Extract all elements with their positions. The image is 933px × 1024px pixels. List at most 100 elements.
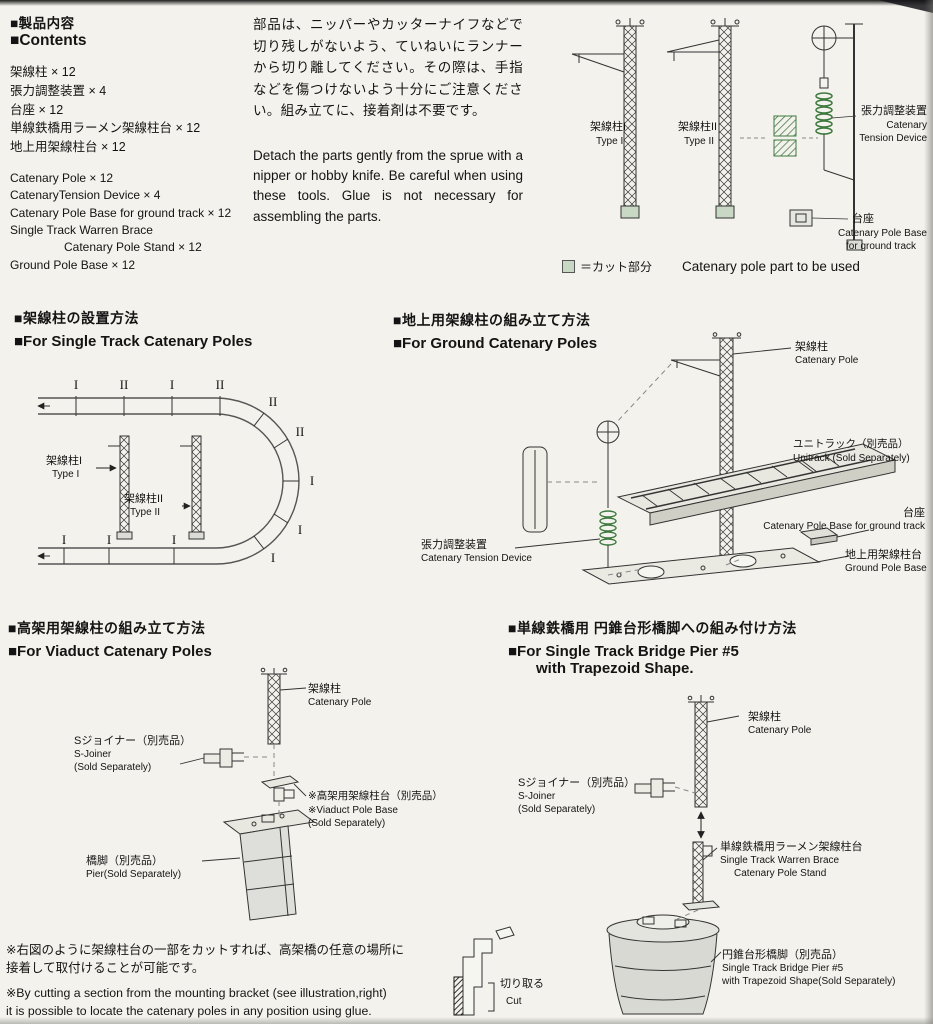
callout-label-jp: 切り取る xyxy=(500,978,544,990)
parts-section: 架線柱I Type I 架線柱II Type II 張力調整装置 Catenar… xyxy=(528,8,930,300)
viaduct-pole-art xyxy=(260,667,288,745)
callout-cut-en: Cut xyxy=(506,995,522,1008)
exploded-guide-lines xyxy=(547,363,742,576)
parts-diagram: 架線柱I Type I 架線柱II Type II 張力調整装置 Catenar… xyxy=(571,18,927,252)
callout-catenary-pole: 架線柱 Catenary Pole xyxy=(748,710,811,737)
tension-label-en1: Catenary xyxy=(886,120,927,131)
base-label-jp: 台座 xyxy=(852,211,874,225)
bridge-title-en1: ■For Single Track Bridge Pier #5 xyxy=(508,643,739,660)
leader-lines xyxy=(179,687,307,862)
tension-label-jp: 張力調整装置 xyxy=(861,103,927,117)
callout-ground-pole-base: 地上用架線柱台 Ground Pole Base xyxy=(845,548,927,575)
callout-label-en: Single Track Warren Brace xyxy=(720,855,840,867)
callout-label-jp: Sジョイナー（別売品） xyxy=(518,777,636,789)
pier-art xyxy=(222,809,316,921)
footnote-jp-line2: 接着して取付けることが可能です。 xyxy=(6,960,205,975)
track-marker: I xyxy=(271,550,275,565)
ground-section: ■地上用架線柱の組み立て方法 ■For Ground Catenary Pole… xyxy=(393,310,933,610)
contents-section: ■製品内容 ■Contents 架線柱 × 12 張力調整装置 × 4 台座 ×… xyxy=(10,12,250,274)
track-marker: I xyxy=(172,532,176,547)
scan-edge-top xyxy=(0,0,933,6)
tension-label-en2: Tension Device xyxy=(859,133,927,144)
callout-label-jp: 台座 xyxy=(903,507,925,519)
track-rails xyxy=(38,397,300,565)
cut-part-legend: ＝カット部分 Catenary pole part to be used xyxy=(562,258,860,275)
callout-catenary-pole: 架線柱 Catenary Pole xyxy=(308,682,371,709)
pole2-label-en: Type II xyxy=(684,136,714,147)
bridge-pole-art xyxy=(687,695,715,808)
callout-pole-base: 台座 Catenary Pole Base for ground track xyxy=(763,506,925,533)
contents-item-jp: 台座 × 12 xyxy=(10,102,64,117)
pole1-label-en: Type I xyxy=(596,136,623,147)
scan-edge-bottom xyxy=(0,1017,933,1024)
legend-label-en: Catenary pole part to be used xyxy=(682,259,860,274)
track-pole2-label-jp: 架線柱II xyxy=(124,491,163,505)
callout-label-jp: Sジョイナー（別売品） xyxy=(74,735,192,747)
leader-lines xyxy=(811,115,857,220)
cut-illustration xyxy=(453,926,515,1016)
base-label-en1: Catenary Pole Base xyxy=(838,228,927,239)
warren-brace-stand-art xyxy=(681,841,721,911)
track-pole2-label-en: Type II xyxy=(130,507,160,518)
callout-label-en: Catenary Pole Base for ground track xyxy=(763,521,925,533)
callout-warren-brace-stand: 単線鉄橋用ラーメン架線柱台 Single Track Warren Brace … xyxy=(720,840,863,880)
callout-viaduct-pole-base: ※高架用架線柱台（別売品） ※Viaduct Pole Base (Sold S… xyxy=(308,790,443,830)
track-marker: I xyxy=(62,532,66,547)
pole-type2-art xyxy=(666,18,740,219)
callout-label-en: Catenary Tension Device xyxy=(421,553,532,565)
contents-item-en: Catenary Pole Stand × 12 xyxy=(64,240,202,255)
track-layout-diagram: I II I II II II I I I I I I 架線柱I Type I … xyxy=(37,377,314,565)
legend-label-jp: ＝カット部分 xyxy=(580,260,653,274)
track-marker: I xyxy=(74,377,78,392)
cut-illustration-section: 切り取る Cut xyxy=(452,925,570,1023)
mini-pole-type2 xyxy=(180,435,205,540)
footnote-en-line2: it is possible to locate the catenary po… xyxy=(6,1004,372,1019)
callout-label-en: Unitrack (Sold Separately) xyxy=(793,452,910,464)
callout-label-jp: 架線柱 xyxy=(748,711,781,723)
viaduct-base-art xyxy=(260,775,300,802)
leader-lines xyxy=(514,347,870,563)
s-joiner-art xyxy=(634,778,675,798)
contents-item-jp: 地上用架線柱台 × 12 xyxy=(10,140,126,154)
callout-label-jp: 単線鉄橋用ラーメン架線柱台 xyxy=(720,841,863,853)
single-track-title-en: ■For Single Track Catenary Poles xyxy=(14,333,253,350)
viaduct-title-en: ■For Viaduct Catenary Poles xyxy=(8,643,212,660)
callout-s-joiner: Sジョイナー（別売品） S-Joiner (Sold Separately) xyxy=(518,776,635,816)
bridge-title-jp: ■単線鉄橋用 円錐台形橋脚への組み付け方法 xyxy=(508,620,797,636)
base-label-en2: for ground track xyxy=(846,241,917,252)
pole2-label-jp: 架線柱II xyxy=(678,119,717,133)
callout-label-jp: 橋脚（別売品） xyxy=(86,855,163,867)
s-joiner-art xyxy=(203,748,244,768)
ground-title-en: ■For Ground Catenary Poles xyxy=(393,335,598,352)
callout-cut-jp: 切り取る xyxy=(500,977,544,991)
bridge-title-en2: with Trapezoid Shape. xyxy=(536,660,694,677)
callout-tension-device: 張力調整装置 Catenary Tension Device xyxy=(421,538,532,565)
callout-label-en: ※Viaduct Pole Base xyxy=(308,804,398,816)
ground-titles: ■地上用架線柱の組み立て方法 ■For Ground Catenary Pole… xyxy=(393,310,933,352)
footnote-section: ※右図のように架線柱台の一部をカットすれば、高架橋の任意の場所に 接着して取付け… xyxy=(6,942,454,1020)
ground-tension-art xyxy=(522,420,620,575)
footnote-spacer xyxy=(6,977,454,984)
single-track-section: ■架線柱の設置方法 ■For Single Track Catenary Pol… xyxy=(14,308,384,608)
ground-title-jp: ■地上用架線柱の組み立て方法 xyxy=(393,312,591,328)
callout-label-en: Catenary Pole Stand xyxy=(734,868,827,880)
cut-bracket-art xyxy=(453,926,515,1016)
track-pole1-label-jp: 架線柱I xyxy=(46,453,82,467)
contents-item-en: Single Track Warren Brace xyxy=(10,222,153,237)
track-pole1-label-en: Type I xyxy=(52,469,79,480)
ground-pole-art xyxy=(670,332,742,566)
callout-label-en: Catenary Pole xyxy=(748,725,812,737)
callout-label-en: Catenary Pole xyxy=(795,355,859,367)
track-marker: II xyxy=(216,377,225,392)
round-pier-art xyxy=(606,914,720,1015)
bridge-titles: ■単線鉄橋用 円錐台形橋脚への組み付け方法 ■For Single Track … xyxy=(508,618,933,677)
callout-label-en: (Sold Separately) xyxy=(308,817,386,829)
contents-title-en: ■Contents xyxy=(10,32,87,49)
callout-label-en: S-Joiner xyxy=(74,749,112,761)
cut-part-swatch xyxy=(562,260,575,273)
callout-label-en: (Sold Separately) xyxy=(518,804,596,816)
callout-label-jp: 円錐台形橋脚（別売品） xyxy=(722,949,843,961)
callout-label-jp: 架線柱 xyxy=(308,683,341,695)
contents-item-jp: 張力調整装置 × 4 xyxy=(10,83,107,98)
